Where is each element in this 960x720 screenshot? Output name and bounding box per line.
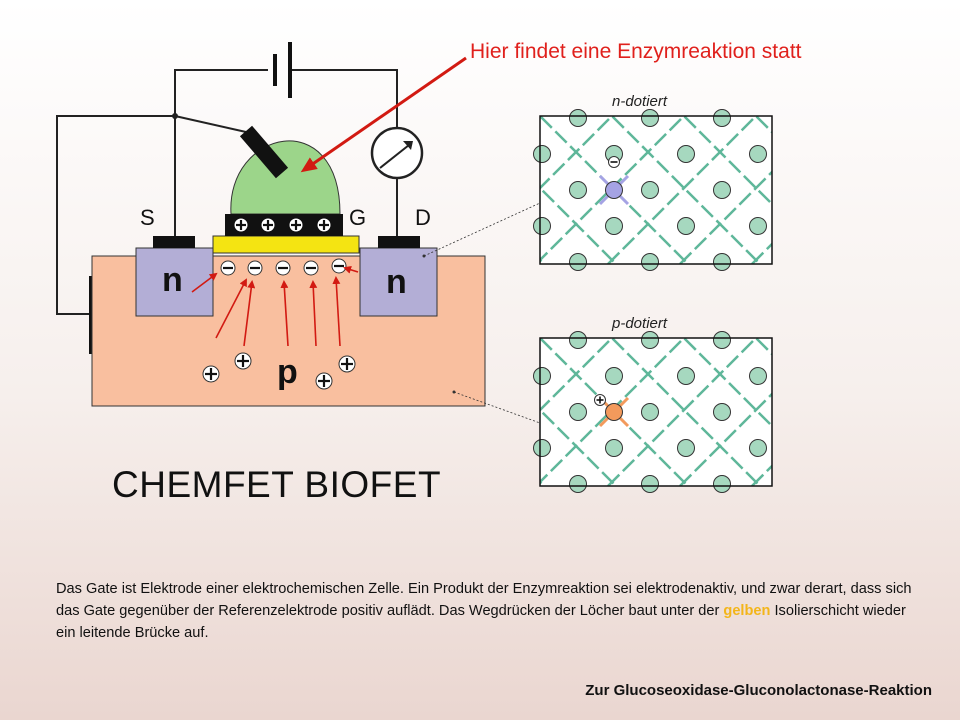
lattice-atom [641,475,659,493]
lattice-atom [713,109,731,127]
source-contact [153,236,195,248]
lattice-atom [641,253,659,271]
lattice-atom [713,181,731,199]
lattice-atom [749,439,767,457]
hint-arrow [300,56,467,173]
circuit-wires [56,69,398,315]
battery-icon [273,42,292,98]
glucose-reaction-link[interactable]: Zur Glucoseoxidase-Gluconolactonase-Reak… [585,682,932,699]
lattice-atom [641,109,659,127]
wire-junction [172,113,178,119]
enzyme-membrane [230,140,341,215]
lattice-atom [713,331,731,349]
lattice-atom [533,439,551,457]
lattice-atom [569,253,587,271]
n-region-right [359,247,438,317]
gate-electrode [225,214,343,236]
lattice-bonds [540,116,772,264]
reference-electrode [239,125,289,179]
lattice-atom [749,367,767,385]
lattice-atom [677,439,695,457]
channel-electrons [220,258,347,276]
lattice-atom [533,217,551,235]
hint-text: Hier findet eine Enzymreaktion statt [470,40,802,63]
lattice-atom [605,217,623,235]
insulator-layer [212,235,360,254]
lattice-atom [605,439,623,457]
lattice-atom [641,331,659,349]
lattice-atom [677,217,695,235]
lattice-atom [569,181,587,199]
page-title: CHEMFET BIOFET [112,464,442,505]
lattice-atom [533,145,551,163]
lattice-atom [605,367,623,385]
plus-icon [236,220,329,230]
label-gate: G [349,205,366,230]
lattice-atom [533,367,551,385]
holes [202,352,356,390]
lattice-atom [713,403,731,421]
leader-n [423,202,541,257]
lattice-atom [749,145,767,163]
description-part-1: Das Gate ist Elektrode einer elektrochem… [56,581,912,619]
drift-arrows [191,265,359,347]
lattice-atom [677,145,695,163]
label-n-right: n [386,263,407,301]
lattice-atom [641,403,659,421]
lattice-atom [569,331,587,349]
lattice-atom [569,403,587,421]
n-region-left [135,247,214,317]
n-doped-lattice [533,109,773,271]
label-p-region: p [277,353,298,391]
lattice-atom [713,253,731,271]
p-doped-lattice [533,331,773,493]
label-drain: D [415,205,431,230]
lattice-atom [713,475,731,493]
label-n-left: n [162,261,183,299]
lattice-atom [569,109,587,127]
drain-contact [378,236,420,248]
meter-icon [370,126,424,180]
lattice-atom [677,367,695,385]
description: Das Gate ist Elektrode einer elektrochem… [56,578,916,644]
label-source: S [140,205,155,230]
description-highlight: gelben [723,603,771,619]
lattice-bonds [540,338,772,486]
acceptor-atom [605,403,623,421]
lattice-atom [749,217,767,235]
lattice-atom [641,181,659,199]
leader-p [453,391,541,424]
donor-atom [605,181,623,199]
lattice-atom [569,475,587,493]
label-n-doped: n-dotiert [612,93,668,110]
label-p-doped: p-dotiert [611,315,668,332]
description-part-2: Isolierschicht wieder ein leitende Brück… [56,603,906,641]
